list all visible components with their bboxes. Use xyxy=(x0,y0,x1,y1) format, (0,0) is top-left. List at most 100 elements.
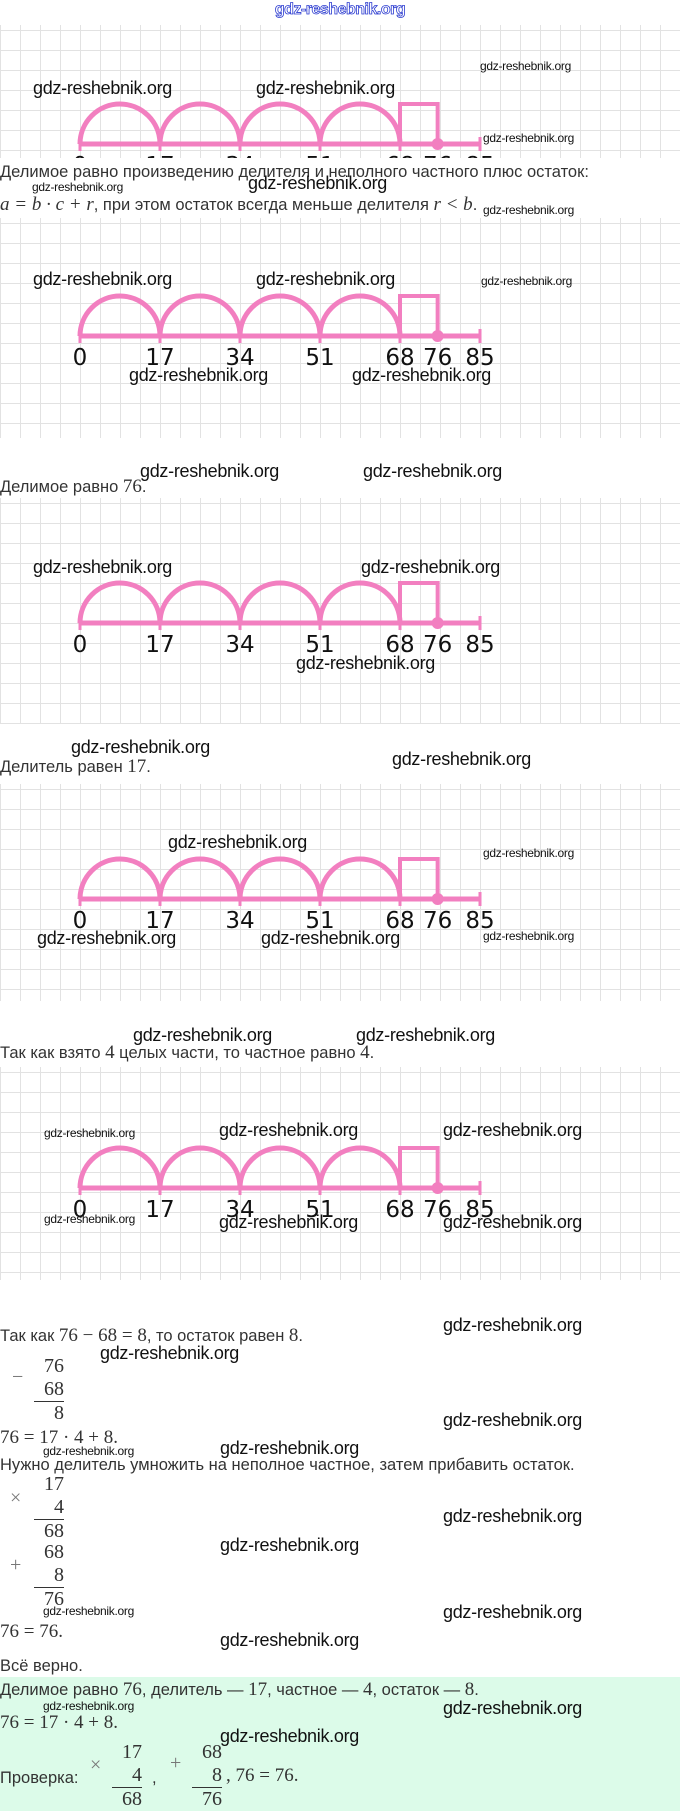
watermark: gdz-reshebnik.org xyxy=(129,365,268,385)
dividend-point xyxy=(431,893,444,905)
check-multiplication: 17 4 68 xyxy=(112,1741,142,1811)
tick-label: 76 xyxy=(423,153,452,158)
watermark: gdz-reshebnik.org xyxy=(296,653,435,673)
tick-label: 68 xyxy=(385,632,414,658)
watermark: gdz-reshebnik.org xyxy=(220,1438,359,1458)
product: 68 xyxy=(34,1519,64,1543)
dividend-point xyxy=(431,330,444,342)
watermark: gdz-reshebnik.org xyxy=(480,59,571,73)
conclusion-text: Всё верно. xyxy=(0,1657,83,1675)
factor: 17 xyxy=(44,1473,64,1495)
jump-arc xyxy=(77,856,163,900)
multiplication-column: 17 4 68 xyxy=(34,1473,64,1543)
site-watermark-header: gdz-reshebnik.org xyxy=(274,1,406,19)
watermark: gdz-reshebnik.org xyxy=(219,1120,358,1140)
watermark: gdz-reshebnik.org xyxy=(43,1699,134,1713)
watermark: gdz-reshebnik.org xyxy=(37,928,176,948)
watermark: gdz-reshebnik.org xyxy=(32,180,123,194)
tick-label: 51 xyxy=(305,1197,334,1223)
label: Делитель равен xyxy=(0,758,128,776)
tick-label: 68 xyxy=(385,908,414,934)
watermark: gdz-reshebnik.org xyxy=(363,461,502,481)
divisor-text: Делитель равен 17. xyxy=(0,757,151,777)
addend: 68 xyxy=(202,1741,222,1763)
tick-label: 0 xyxy=(73,153,88,158)
tick-label: 0 xyxy=(73,632,88,658)
period: . xyxy=(146,758,151,776)
jump-arc xyxy=(237,293,323,337)
equation: 76 = 76. xyxy=(0,1621,63,1642)
watermark: gdz-reshebnik.org xyxy=(44,1126,135,1140)
factor: 4 xyxy=(54,1496,64,1518)
watermark: gdz-reshebnik.org xyxy=(133,1025,272,1045)
dividend-point xyxy=(431,1182,444,1194)
plus-sign: + xyxy=(10,1554,22,1576)
watermark: gdz-reshebnik.org xyxy=(219,1212,358,1232)
addition-column: 68 8 76 xyxy=(34,1541,64,1611)
factor: 4 xyxy=(132,1764,142,1786)
watermark: gdz-reshebnik.org xyxy=(71,737,210,757)
tick-label: 34 xyxy=(225,345,254,371)
addend: 68 xyxy=(44,1541,64,1563)
period: . xyxy=(369,1044,375,1062)
watermark: gdz-reshebnik.org xyxy=(220,1535,359,1555)
formula-text: , при этом остаток всегда меньше делител… xyxy=(93,196,434,214)
value: 4 xyxy=(105,1042,115,1063)
jump-arc xyxy=(77,101,163,145)
dividend-point xyxy=(431,617,444,629)
label: , остаток — xyxy=(372,1681,465,1699)
watermark: gdz-reshebnik.org xyxy=(361,557,500,577)
jump-arc xyxy=(317,101,403,145)
watermark: gdz-reshebnik.org xyxy=(443,1212,582,1232)
answer-equation: 76 = 17 · 4 + 8. xyxy=(0,1712,119,1733)
watermark: gdz-reshebnik.org xyxy=(33,557,172,577)
minuend: 76 xyxy=(44,1355,64,1377)
value: 76 xyxy=(122,476,142,497)
watermark: gdz-reshebnik.org xyxy=(356,1025,495,1045)
watermark: gdz-reshebnik.org xyxy=(43,1444,134,1458)
sum: 76 xyxy=(192,1787,222,1811)
check-result: , 76 = 76. xyxy=(226,1765,299,1786)
value: 8 xyxy=(288,1325,299,1346)
watermark: gdz-reshebnik.org xyxy=(248,173,387,193)
remainder-box xyxy=(398,1146,440,1188)
tick-label: 51 xyxy=(305,632,334,658)
equation: 76 = 17 · 4 + 8. xyxy=(0,1427,119,1448)
multiply-sign: × xyxy=(90,1754,102,1776)
value: 17 xyxy=(248,1679,268,1700)
period: . xyxy=(474,1681,479,1699)
jump-arc xyxy=(317,293,403,337)
tick-label: 34 xyxy=(225,632,254,658)
watermark: gdz-reshebnik.org xyxy=(483,203,574,217)
tick-label: 76 xyxy=(423,1197,452,1223)
minus-sign: − xyxy=(12,1366,24,1388)
jump-arc xyxy=(317,580,403,624)
watermark: gdz-reshebnik.org xyxy=(256,78,395,98)
watermark: gdz-reshebnik.org xyxy=(483,929,574,943)
method-text: Нужно делитель умножить на неполное част… xyxy=(0,1456,575,1474)
watermark: gdz-reshebnik.org xyxy=(33,78,172,98)
product: 68 xyxy=(112,1787,142,1811)
watermark: gdz-reshebnik.org xyxy=(443,1698,582,1718)
watermark: gdz-reshebnik.org xyxy=(443,1410,582,1430)
rule-formula: a = b · c + r, при этом остаток всегда м… xyxy=(0,195,477,215)
tick-label: 34 xyxy=(225,908,254,934)
period: . xyxy=(472,196,478,214)
jump-arc xyxy=(157,293,243,337)
tick-label: 51 xyxy=(305,345,334,371)
inequality: r < b xyxy=(433,194,473,215)
jump-arc xyxy=(237,856,323,900)
value: 76 xyxy=(122,1679,142,1700)
watermark: gdz-reshebnik.org xyxy=(443,1506,582,1526)
watermark: gdz-reshebnik.org xyxy=(168,832,307,852)
period: . xyxy=(298,1327,303,1345)
tick-label: 17 xyxy=(145,908,174,934)
expression: 76 − 68 = 8 xyxy=(58,1325,147,1346)
tick-label: 85 xyxy=(465,153,494,158)
tick-label: 17 xyxy=(145,1197,174,1223)
value: 8 xyxy=(464,1679,475,1700)
